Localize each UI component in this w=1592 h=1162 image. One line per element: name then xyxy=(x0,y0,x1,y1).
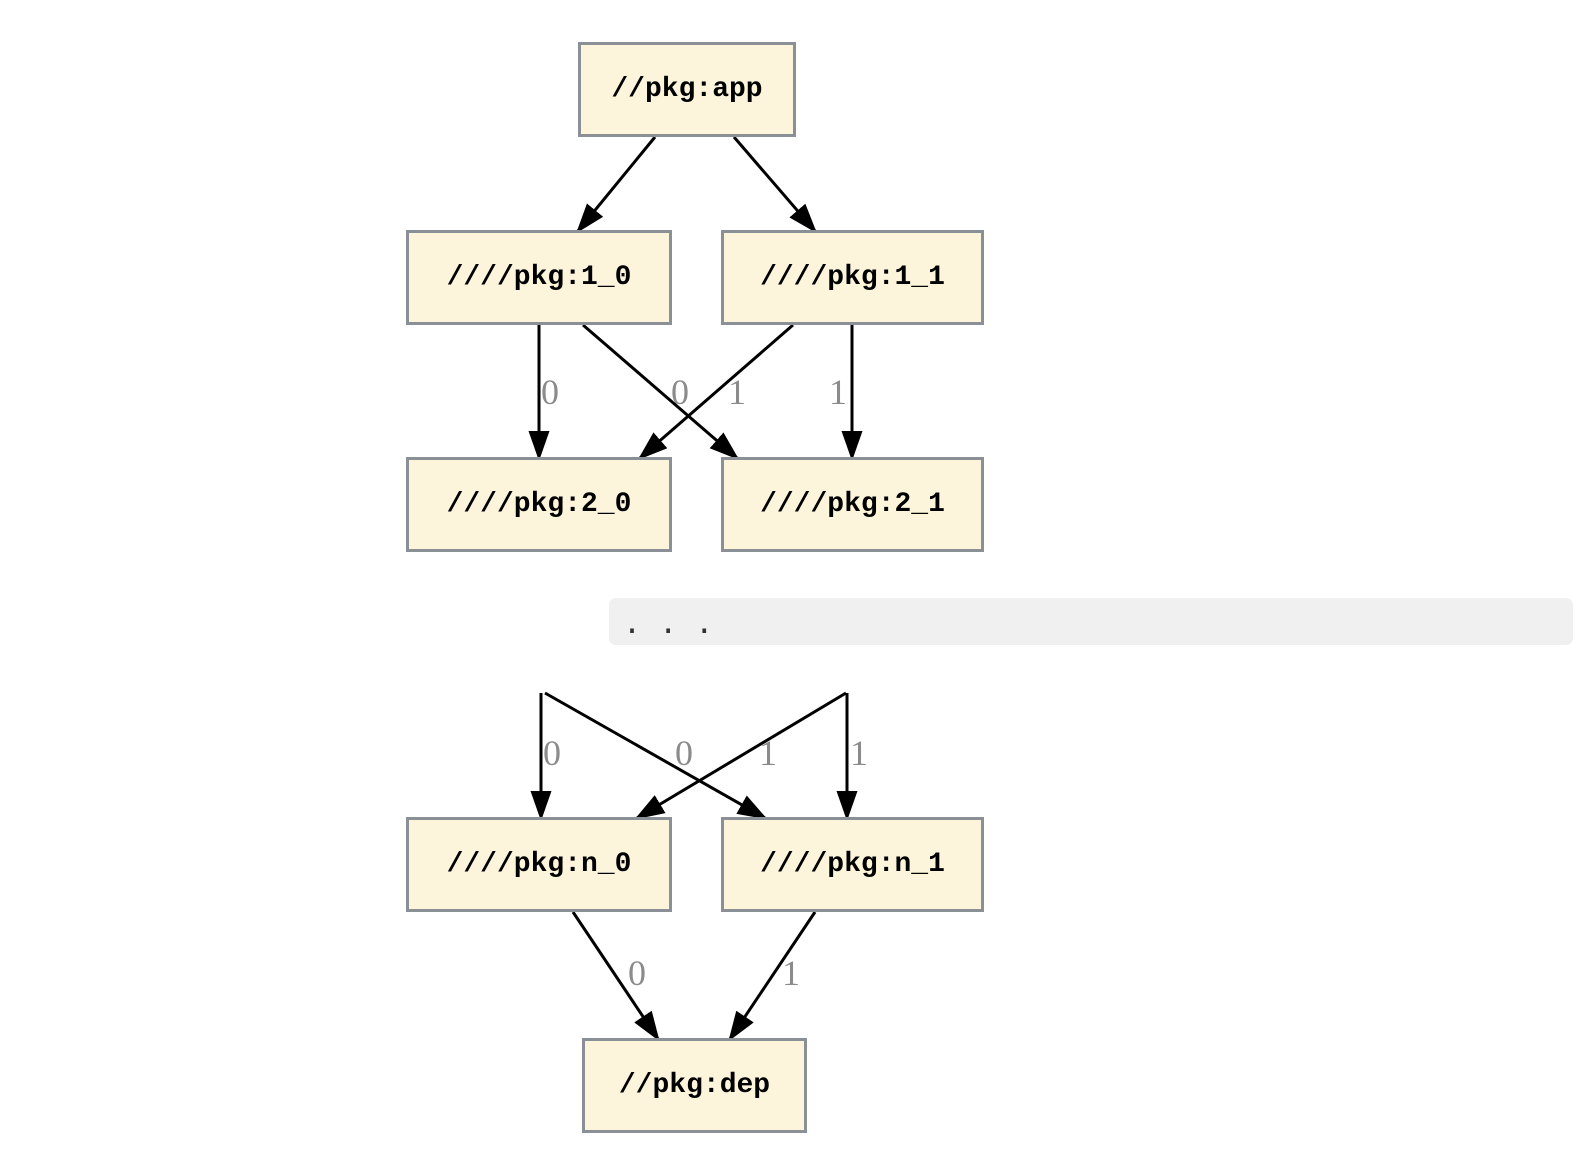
graph-node-pkg-dep: //pkg:dep xyxy=(582,1038,807,1133)
edge-app-to-1_0 xyxy=(576,136,657,234)
edge-label: 0 xyxy=(541,372,559,412)
ellipsis-band: . . . xyxy=(609,598,1573,645)
node-label: ////pkg:2_1 xyxy=(760,489,945,520)
node-label: ////pkg:1_1 xyxy=(760,262,945,293)
edge-label: 0 xyxy=(543,733,561,773)
graph-node-pkg-2_0: ////pkg:2_0 xyxy=(406,457,672,552)
node-label: ////pkg:1_0 xyxy=(446,262,632,293)
graph-node-pkg-n_0: ////pkg:n_0 xyxy=(406,817,672,912)
edge-label: 1 xyxy=(728,372,746,412)
edge-n_0-to-dep xyxy=(571,911,660,1042)
ellipsis-text: . . . xyxy=(623,606,714,641)
edge-prev_0-to-n_1 xyxy=(544,691,768,820)
node-label: //pkg:dep xyxy=(618,1070,771,1101)
graph-node-pkg-1_0: ////pkg:1_0 xyxy=(406,230,672,325)
edge-1_1-to-2_0 xyxy=(637,323,794,460)
edge-n_1-to-dep xyxy=(728,911,817,1042)
edge-label: 0 xyxy=(675,733,693,773)
node-label: //pkg:app xyxy=(611,74,763,105)
edge-prev_1-to-n_0 xyxy=(634,691,847,820)
edge-label: 1 xyxy=(850,733,868,773)
graph-node-pkg-2_1: ////pkg:2_1 xyxy=(721,457,984,552)
node-label: ////pkg:2_0 xyxy=(446,489,632,520)
node-label: ////pkg:n_1 xyxy=(760,849,945,880)
node-label: ////pkg:n_0 xyxy=(446,849,632,880)
edge-label: 0 xyxy=(628,953,646,993)
edge-app-to-1_1 xyxy=(732,136,817,234)
graph-node-pkg-n_1: ////pkg:n_1 xyxy=(721,817,984,912)
graph-node-pkg-1_1: ////pkg:1_1 xyxy=(721,230,984,325)
edge-label: 1 xyxy=(782,953,800,993)
edge-label: 0 xyxy=(671,372,689,412)
edge-label: 1 xyxy=(829,372,847,412)
edge-1_0-to-2_1 xyxy=(582,323,740,460)
edge-label: 1 xyxy=(759,733,777,773)
graph-node-pkg-app: //pkg:app xyxy=(578,42,796,137)
